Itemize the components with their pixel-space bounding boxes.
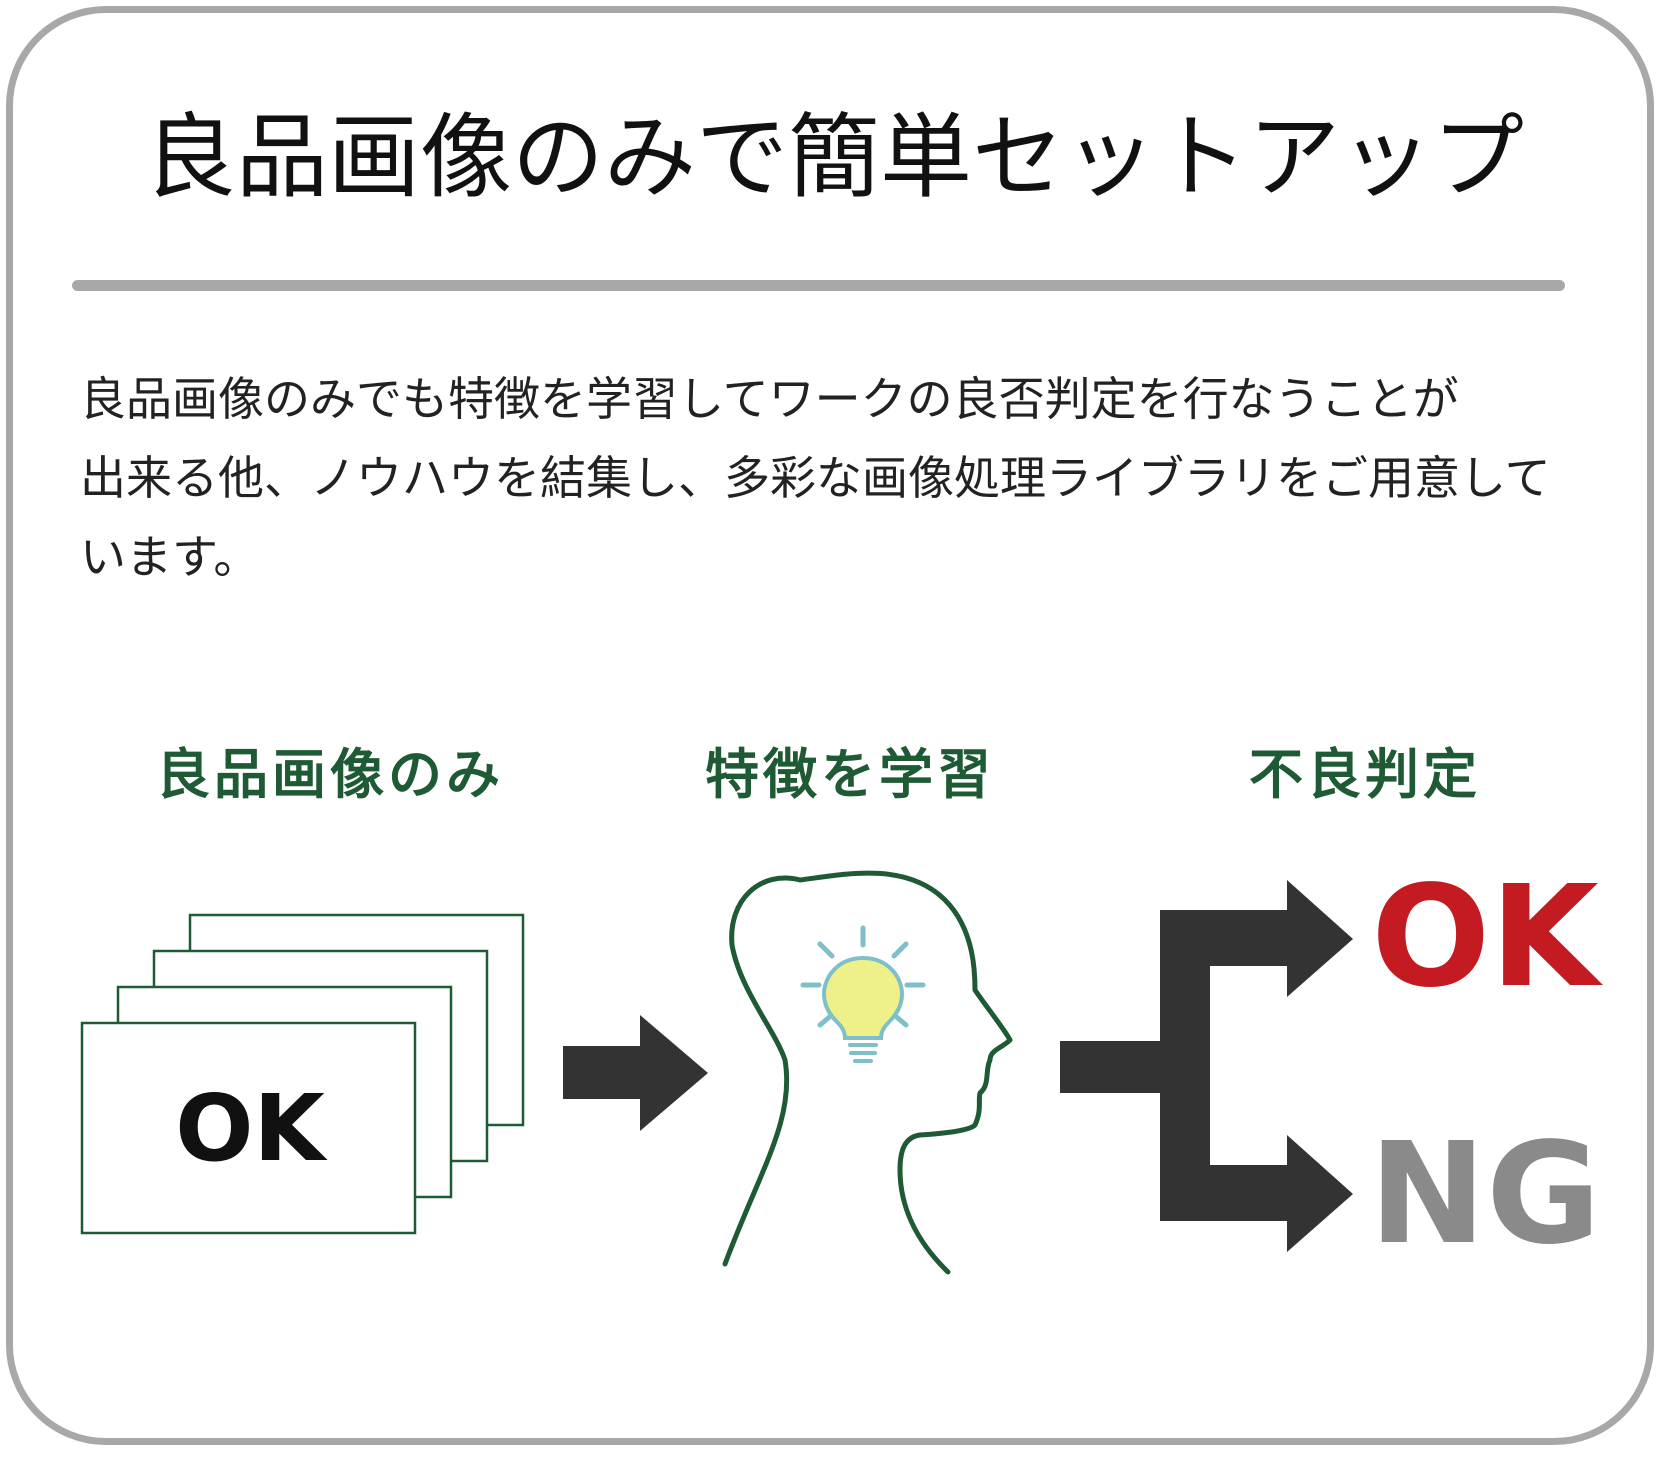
description-line-2: 出来る他、ノウハウを結集し、多彩な画像処理ライブラリをご用意して [80,451,1551,505]
stacked-images-icon: OK [80,913,525,1235]
right-arrow-icon [563,1015,708,1131]
description: 良品画像のみでも特徴を学習してワークの良否判定を行なうことが 出来る他、ノウハウ… [80,360,1580,597]
head-with-lightbulb-icon [722,870,1013,1275]
step-label-learn-features: 特徴を学習 [705,743,995,806]
step-label-defect-judgment: 不良判定 [1249,743,1481,806]
branching-arrow-icon [1060,880,1353,1252]
result-ng: NG [1369,1113,1601,1276]
description-line-3: います。 [80,530,260,584]
card-ok-label: OK [175,1075,328,1182]
title-divider [72,280,1565,291]
result-ok: OK [1371,856,1603,1019]
description-line-1: 良品画像のみでも特徴を学習してワークの良否判定を行なうことが [80,372,1459,426]
page-title: 良品画像のみで簡単セットアップ [143,104,1524,211]
step-label-good-images: 良品画像のみ [156,743,504,806]
